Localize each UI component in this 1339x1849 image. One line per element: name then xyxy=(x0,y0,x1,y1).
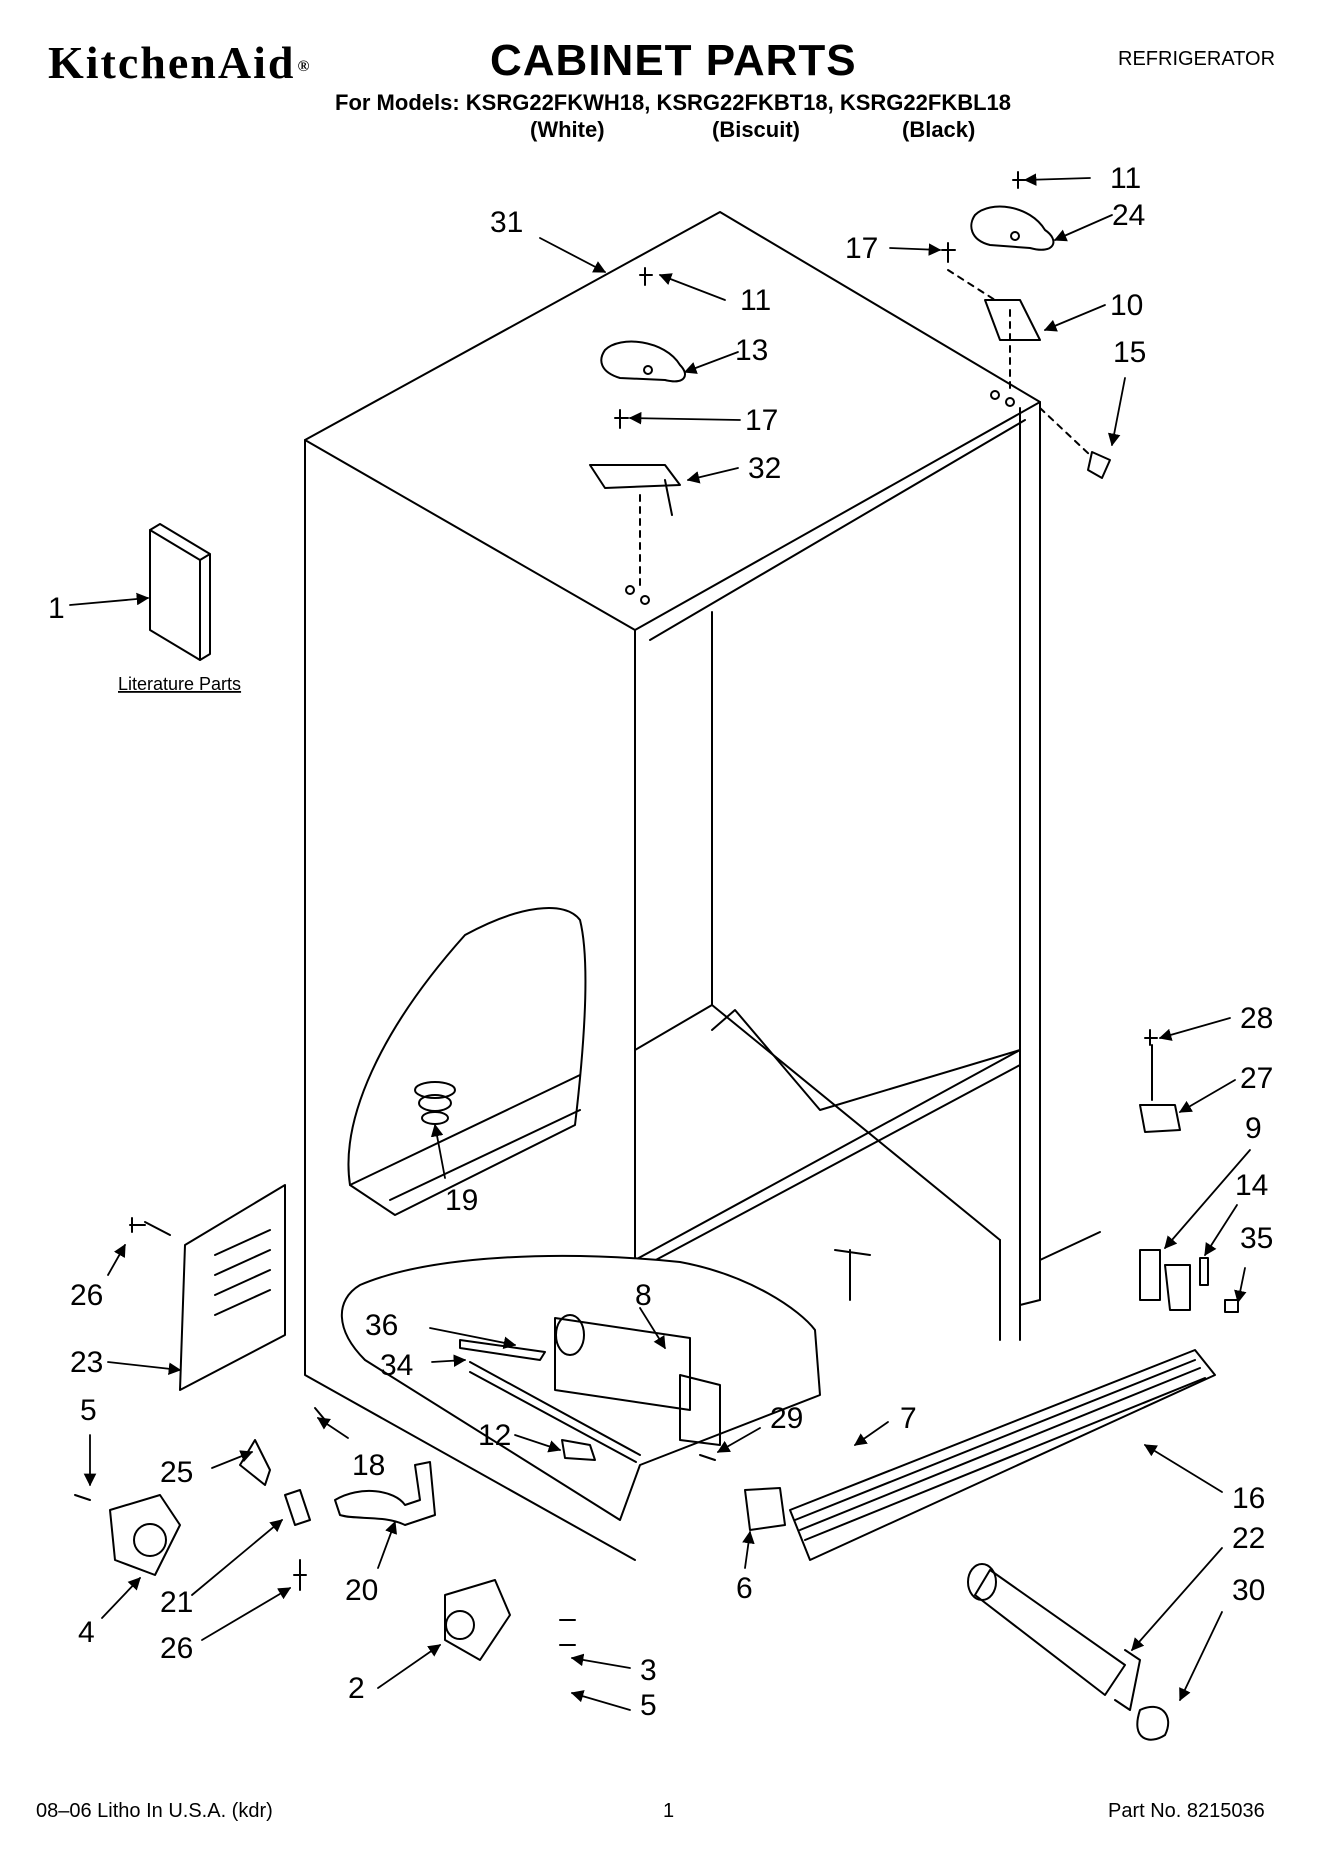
callout-2: 2 xyxy=(348,1672,365,1705)
literature-booklet: Literature Parts xyxy=(118,523,241,694)
roller-assembly xyxy=(74,1494,181,1576)
callout-1: 1 xyxy=(48,592,65,625)
page-title: CABINET PARTS xyxy=(490,36,857,85)
callout-9: 9 xyxy=(1245,1112,1262,1145)
callout-26a: 26 xyxy=(70,1279,103,1312)
callout-23: 23 xyxy=(70,1346,103,1379)
callout-13: 13 xyxy=(735,334,768,367)
color-label-black: (Black) xyxy=(902,117,976,142)
callout-31: 31 xyxy=(490,206,523,239)
registered-mark: ® xyxy=(297,58,312,76)
models-line: For Models: KSRG22FKWH18, KSRG22FKBT18, … xyxy=(335,90,1012,115)
screw-7 xyxy=(834,1249,871,1301)
brand-name: KitchenAid xyxy=(48,37,296,88)
hinge-bottom-right xyxy=(1139,1029,1239,1313)
cutout-lower xyxy=(340,1254,821,1521)
grommet-19 xyxy=(414,1081,456,1125)
callout-20: 20 xyxy=(345,1574,378,1607)
callout-36: 36 xyxy=(365,1309,398,1342)
callout-30: 30 xyxy=(1232,1574,1265,1607)
water-filter xyxy=(967,1563,1170,1741)
callout-12: 12 xyxy=(478,1419,511,1452)
literature-label: Literature Parts xyxy=(118,674,241,694)
callout-14: 14 xyxy=(1235,1169,1268,1202)
bracket-25 xyxy=(239,1439,271,1486)
footer-page-number: 1 xyxy=(663,1800,675,1822)
hinge-top-right xyxy=(941,171,1111,479)
callout-10: 10 xyxy=(1110,289,1143,322)
brand-logo: KitchenAid® xyxy=(48,36,311,89)
callout-21: 21 xyxy=(160,1586,193,1619)
callout-15: 15 xyxy=(1113,336,1146,369)
callout-11b: 11 xyxy=(740,284,771,317)
callout-25: 25 xyxy=(160,1456,193,1489)
screw-26-upper xyxy=(129,1217,171,1236)
footer-part-number: Part No. 8215036 xyxy=(1108,1800,1265,1822)
callout-19: 19 xyxy=(445,1184,478,1217)
tube-36 xyxy=(459,1339,546,1361)
drain-tube-20 xyxy=(334,1461,436,1526)
screw-26-lower xyxy=(293,1559,307,1591)
color-label-biscuit: (Biscuit) xyxy=(712,117,800,142)
callout-5b: 5 xyxy=(640,1689,657,1722)
toe-grille xyxy=(789,1349,1216,1561)
callout-18: 18 xyxy=(352,1449,385,1482)
callout-26b: 26 xyxy=(160,1632,193,1665)
callout-22: 22 xyxy=(1232,1522,1265,1555)
clip-12 xyxy=(561,1439,596,1461)
callout-7: 7 xyxy=(900,1402,917,1435)
callout-29: 29 xyxy=(770,1402,803,1435)
cabinet-left-grille xyxy=(179,1184,286,1391)
callout-17a: 17 xyxy=(845,232,878,265)
callout-labels: 11 24 17 10 15 31 11 13 17 32 1 28 27 9 … xyxy=(48,162,1273,1722)
hinge-bottom-left xyxy=(444,1579,576,1661)
callout-4: 4 xyxy=(78,1616,95,1649)
clip-21 xyxy=(284,1489,311,1526)
cabinet-body xyxy=(304,211,1101,1561)
callout-6: 6 xyxy=(736,1572,753,1605)
callout-8: 8 xyxy=(635,1279,652,1312)
hinge-top-left xyxy=(589,267,686,605)
callout-28: 28 xyxy=(1240,1002,1273,1035)
callout-32: 32 xyxy=(748,452,781,485)
callout-24: 24 xyxy=(1112,199,1145,232)
callout-35: 35 xyxy=(1240,1222,1273,1255)
callout-17b: 17 xyxy=(745,404,778,437)
screw-29 xyxy=(699,1454,716,1461)
cutout-upper xyxy=(347,907,587,1216)
bracket-6 xyxy=(744,1487,786,1531)
screw-18 xyxy=(314,1407,326,1421)
callout-27: 27 xyxy=(1240,1062,1273,1095)
color-label-white: (White) xyxy=(530,117,605,142)
category-label: REFRIGERATOR xyxy=(1118,48,1276,70)
callout-5a: 5 xyxy=(80,1394,97,1427)
footer-print-info: 08–06 Litho In U.S.A. (kdr) xyxy=(36,1800,273,1822)
callout-3: 3 xyxy=(640,1654,657,1687)
callout-11a: 11 xyxy=(1110,162,1141,195)
callout-16: 16 xyxy=(1232,1482,1265,1515)
leader-arrows xyxy=(69,173,1251,1711)
callout-34: 34 xyxy=(380,1349,413,1382)
tube-34 xyxy=(469,1361,641,1463)
